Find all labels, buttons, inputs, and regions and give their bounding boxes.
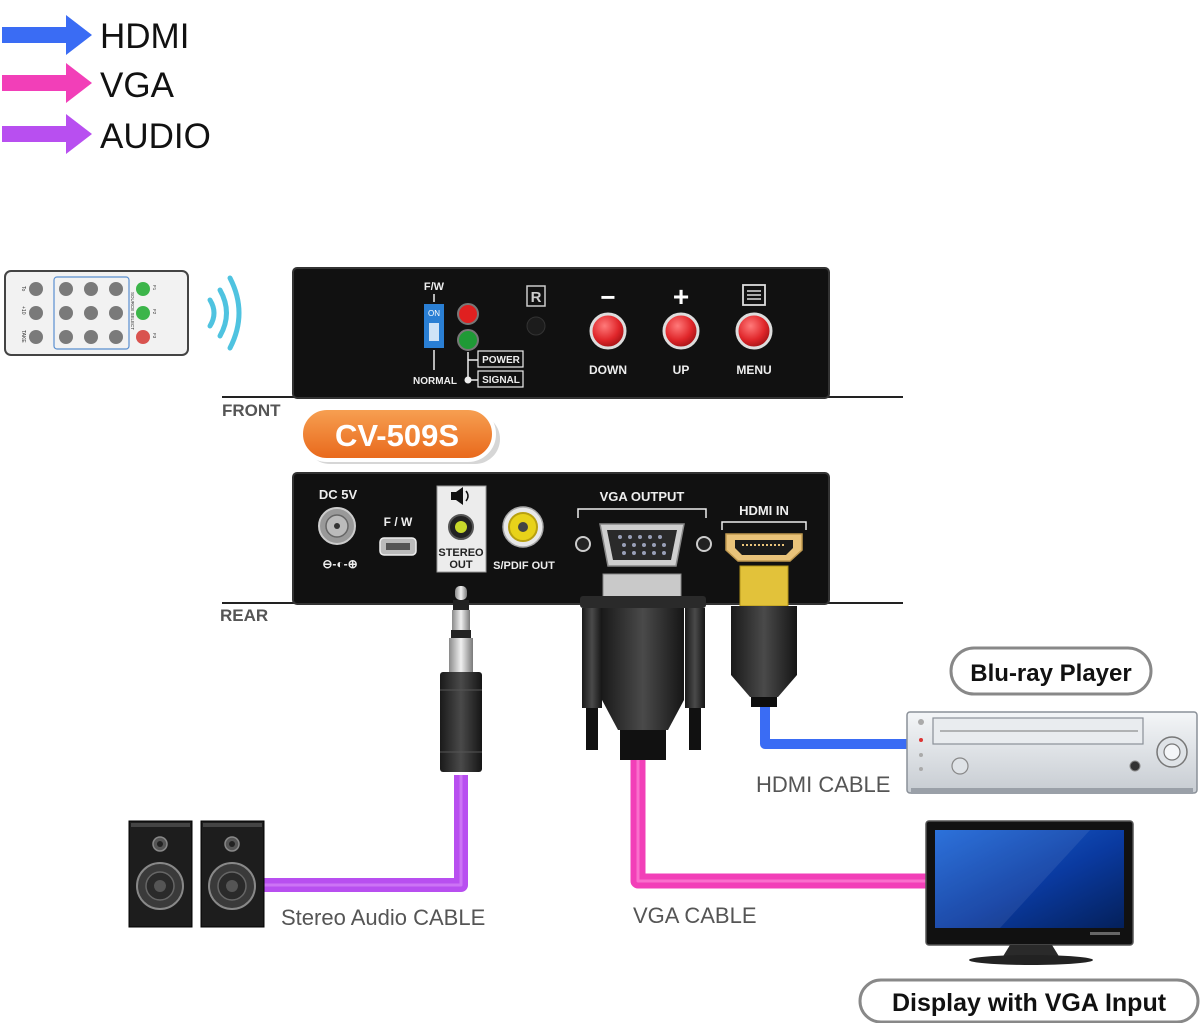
remote-label-plus10: +10 [20, 306, 26, 315]
up-label: UP [673, 363, 690, 377]
remote-led-f3 [136, 330, 150, 344]
usb-fw-port[interactable] [379, 537, 417, 556]
spdif-label: S/PDIF OUT [493, 560, 555, 572]
switch-on-label: ON [428, 309, 440, 318]
vga-cable-label: VGA CABLE [633, 903, 757, 928]
ir-remote: To +10 TAKE SOURCE SELECT F1 F2 F3 [4, 270, 189, 356]
remote-label-take: TAKE [20, 330, 26, 343]
bluray-label-pill: Blu-ray Player [949, 646, 1153, 696]
menu-button[interactable] [735, 312, 773, 350]
dc-label: DC 5V [319, 487, 358, 502]
speakers-icon [128, 820, 265, 928]
hdmi-in-label: HDMI IN [739, 503, 789, 518]
display-label-pill: Display with VGA Input [858, 978, 1200, 1023]
power-label: POWER [482, 355, 521, 366]
legend-vga-arrow [2, 63, 92, 103]
hdmi-in-port[interactable] [725, 533, 803, 562]
menu-label: MENU [736, 363, 771, 377]
rear-panel: REAR DC 5V ⊖-◐-⊕ F / W STEREO OUT [220, 472, 903, 625]
hdmi-cable [760, 705, 910, 749]
front-panel: FRONT F/W ON NORMAL POWER SIGNAL R − DOW… [222, 267, 903, 420]
up-button[interactable] [662, 312, 700, 350]
remote-label-to: To [20, 286, 26, 292]
vga-output-port[interactable] [575, 523, 712, 567]
remote-led-f2 [136, 306, 150, 320]
bluray-player-icon [906, 711, 1198, 794]
speaker-icon [451, 487, 469, 505]
polarity-label: ⊖-◐-⊕ [322, 557, 357, 571]
down-label: DOWN [589, 363, 627, 377]
audio-cable-label: Stereo Audio CABLE [281, 905, 485, 930]
remote-label-source-select: SOURCE SELECT [130, 292, 135, 330]
legend-hdmi-arrow [2, 15, 92, 55]
fw-dip-switch[interactable]: ON [424, 304, 444, 348]
vga-plug [580, 573, 706, 760]
switch-normal-label: NORMAL [413, 376, 457, 387]
stereo-label-2: OUT [449, 559, 473, 571]
model-badge: CV-509S [299, 406, 500, 464]
ir-receiver-window [526, 316, 546, 336]
stereo-out-jack[interactable] [448, 514, 474, 540]
legend-audio-label: AUDIO [100, 117, 211, 156]
legend: HDMI VGA AUDIO [2, 15, 211, 156]
audio-cable [262, 775, 468, 892]
remote-led-f1 [136, 282, 150, 296]
rear-section-label: REAR [220, 606, 268, 625]
audio-3-5mm-plug [440, 586, 482, 772]
dc-power-jack[interactable] [318, 507, 356, 545]
ir-receiver-icon: R [526, 285, 546, 307]
front-fw-label: F/W [424, 281, 445, 293]
hdmi-plug [731, 565, 797, 707]
menu-icon [742, 284, 766, 306]
vga-output-label: VGA OUTPUT [600, 489, 685, 504]
display-label: Display with VGA Input [892, 989, 1167, 1017]
power-led [457, 303, 479, 325]
rear-fw-label: F / W [384, 515, 413, 529]
signal-label: SIGNAL [482, 375, 520, 386]
display-monitor-icon [925, 820, 1134, 965]
bluray-label: Blu-ray Player [970, 660, 1131, 687]
down-button[interactable] [589, 312, 627, 350]
down-symbol: − [600, 282, 615, 312]
model-name: CV-509S [335, 418, 459, 453]
remote-label-f3: F3 [152, 333, 157, 339]
front-section-label: FRONT [222, 401, 281, 420]
legend-vga-label: VGA [100, 66, 175, 105]
stereo-label-1: STEREO [438, 547, 484, 559]
legend-audio-arrow [2, 114, 92, 154]
legend-hdmi-label: HDMI [100, 17, 189, 56]
up-symbol: + [673, 281, 689, 312]
remote-label-f2: F2 [152, 309, 157, 315]
remote-label-f1: F1 [152, 285, 157, 291]
hdmi-cable-label: HDMI CABLE [756, 772, 890, 797]
spdif-out-jack[interactable] [502, 506, 544, 548]
ir-signal-icon [207, 275, 242, 351]
signal-led [457, 329, 479, 351]
svg-text:R: R [531, 289, 542, 306]
